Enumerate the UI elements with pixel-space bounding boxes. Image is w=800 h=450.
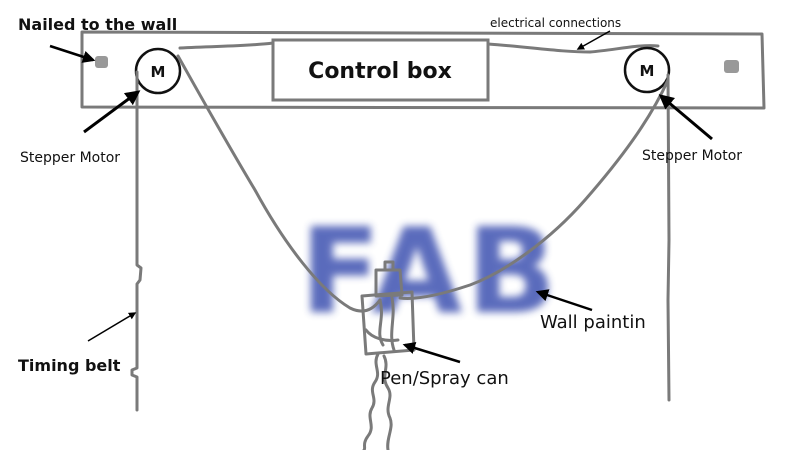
stepper-motor-right: M	[623, 46, 671, 94]
arrow-electrical	[576, 30, 611, 50]
arrow-stepper-right	[658, 94, 713, 141]
label-pen-spray: Pen/Spray can	[380, 368, 509, 389]
nail-right	[724, 60, 739, 73]
arrow-timing-belt	[87, 312, 137, 342]
nail-left	[95, 56, 108, 68]
timing-belt-left	[130, 70, 143, 412]
wall-painting-fab: FAB	[300, 202, 560, 340]
control-box: Control box	[271, 38, 490, 102]
motor-letter-left: M	[151, 63, 166, 81]
mounting-rail	[80, 30, 766, 110]
stepper-motor-left: M	[134, 47, 182, 95]
control-box-label: Control box	[308, 59, 452, 84]
label-timing-belt: Timing belt	[18, 356, 121, 375]
timing-belt-right	[666, 73, 671, 402]
motor-letter-right: M	[640, 62, 655, 80]
label-electrical: electrical connections	[490, 16, 621, 30]
label-stepper-left: Stepper Motor	[20, 150, 120, 166]
arrow-wall-painting	[535, 289, 593, 312]
label-nailed: Nailed to the wall	[18, 15, 177, 34]
belt-left-v	[176, 54, 382, 313]
label-wall-painting: Wall paintin	[540, 312, 646, 333]
dangling-cable	[362, 352, 393, 450]
label-stepper-right: Stepper Motor	[642, 148, 742, 164]
electrical-wire	[178, 41, 660, 54]
belt-right-v	[398, 78, 670, 300]
arrow-stepper-left	[83, 90, 141, 134]
arrow-nailed	[49, 44, 96, 63]
arrow-pen-spray	[402, 341, 461, 364]
